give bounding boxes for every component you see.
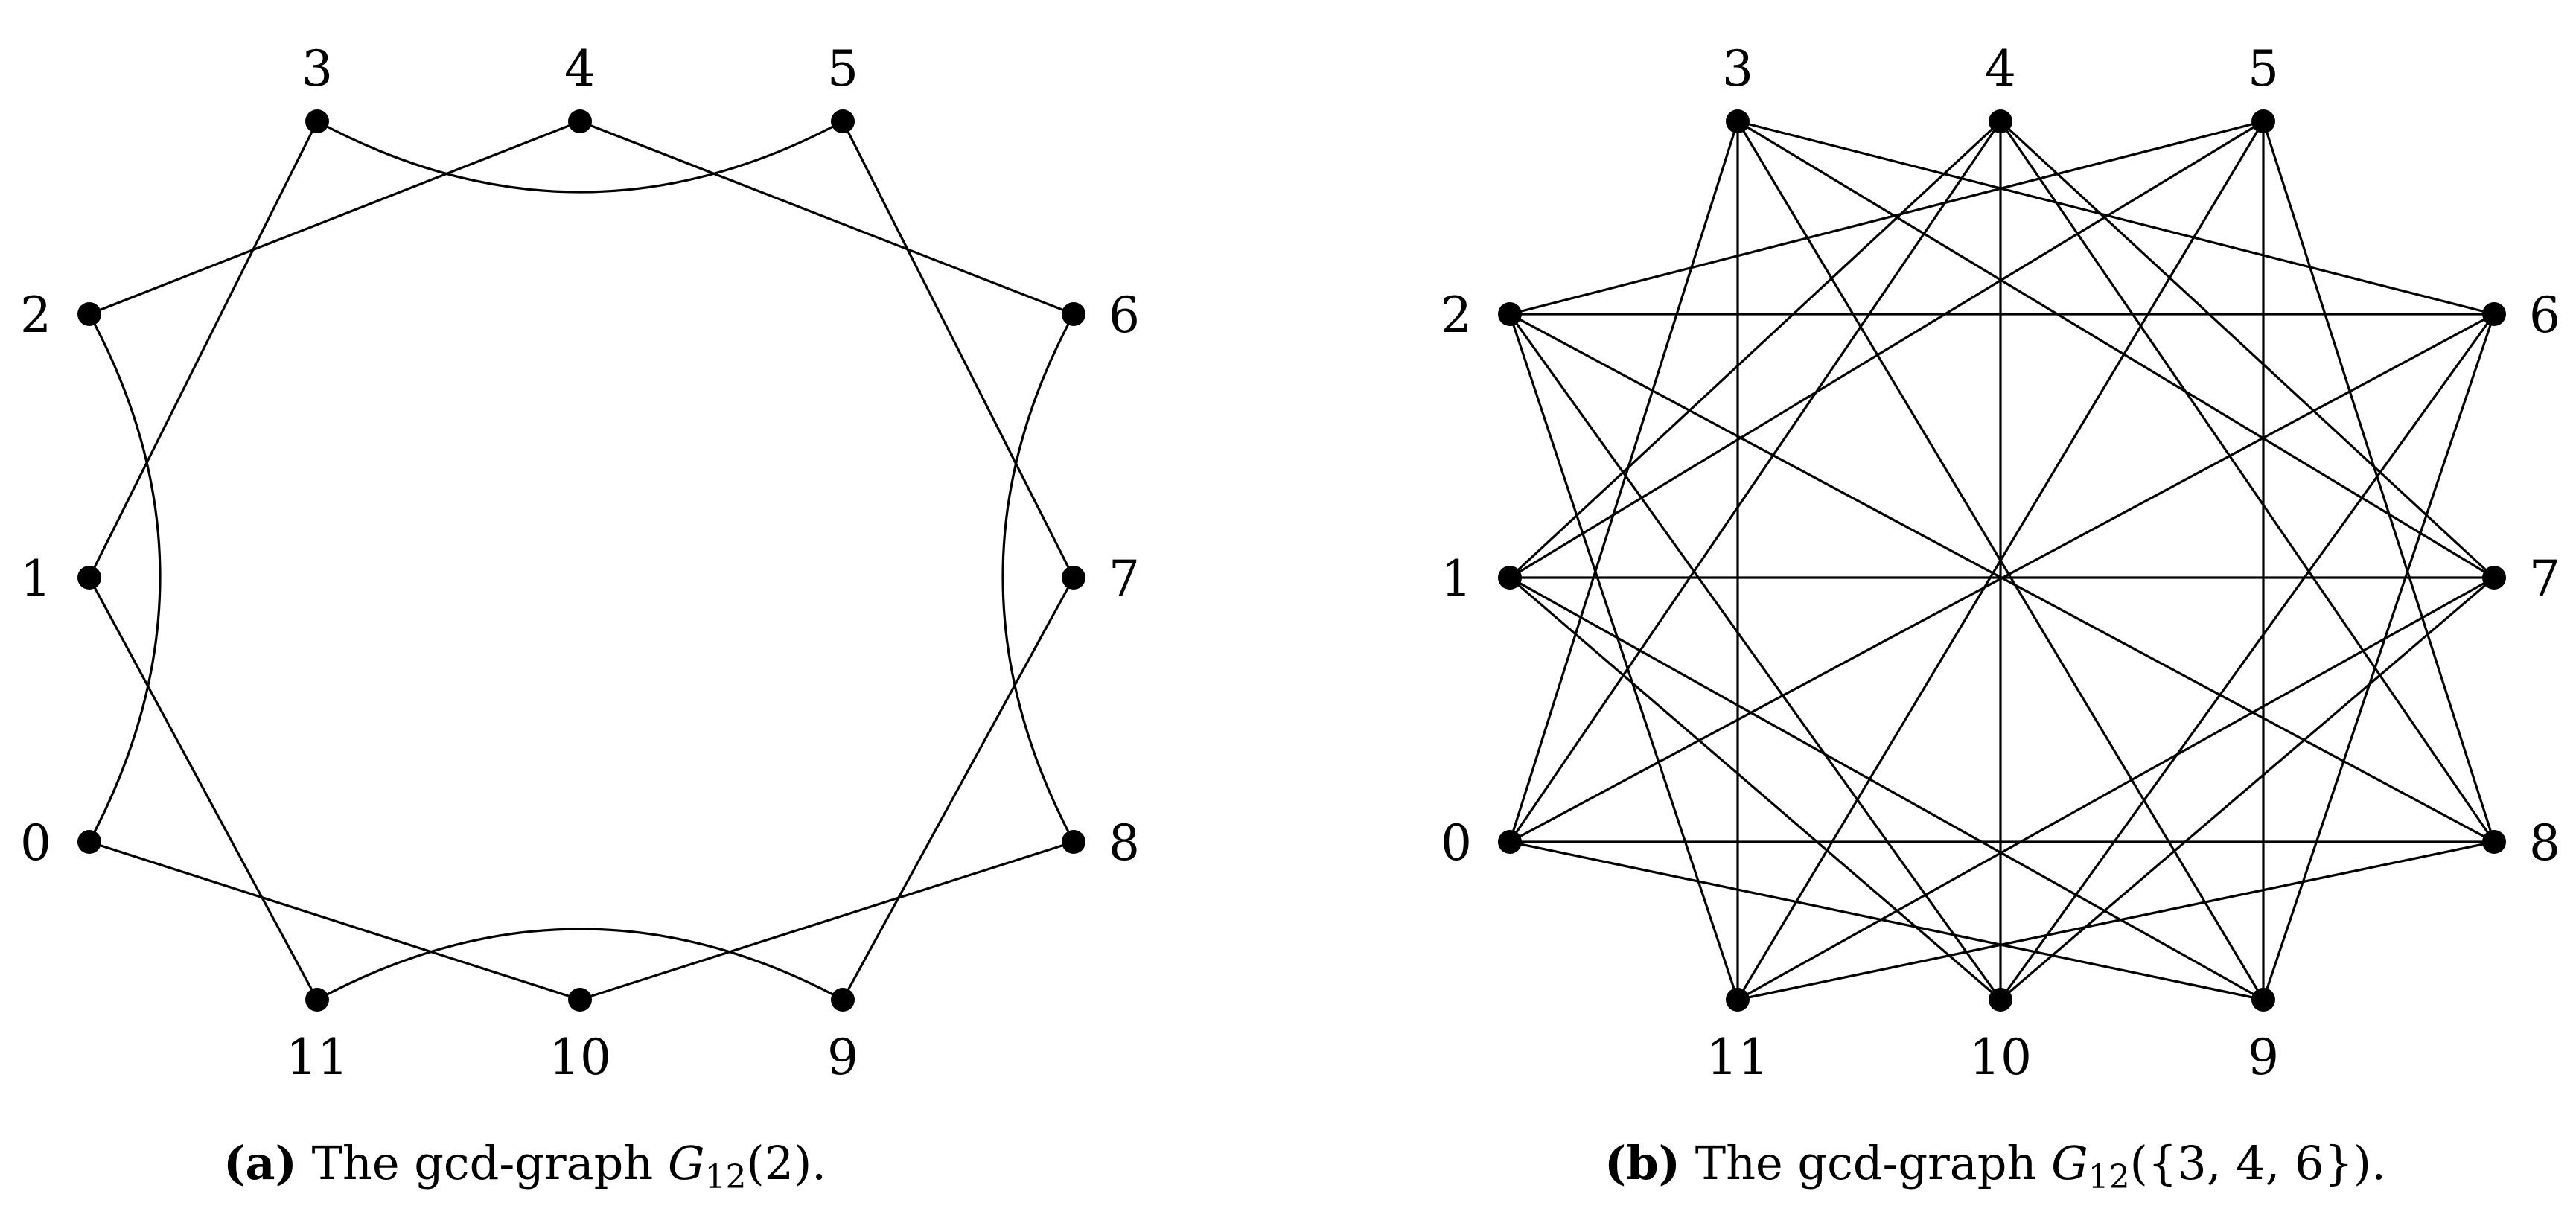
edge-a-2-4 [89,120,581,316]
edge-a-1-3 [88,121,319,578]
caption-b-math: G [2051,1136,2088,1190]
edge-a-7-9 [841,577,1075,1000]
vertex-a-2 [77,302,101,326]
edge-b-3-6 [1737,120,2495,316]
edge-a-5-7 [841,121,1075,578]
edge-b-6-9 [2262,313,2496,1000]
caption-a: (a) The gcd-graph G12(2). [223,1140,826,1194]
caption-a-subscript: 12 [704,1158,747,1196]
edge-a-9-11 [316,928,844,1001]
caption-b-tag: (b) [1604,1136,1681,1190]
edge-b-0-4 [1508,121,2002,843]
vertex-b-8 [2482,830,2506,854]
caption-b-arg: ({3, 4, 6}). [2129,1136,2386,1190]
vertex-label-a-3: 3 [302,40,333,98]
caption-b-subscript: 12 [2088,1158,2130,1196]
edge-b-5-11 [1736,121,2265,1000]
edge-b-2-5 [1509,120,2264,316]
vertex-b-0 [1498,830,1522,854]
vertex-a-6 [1062,302,1085,326]
vertex-a-9 [831,988,855,1012]
edge-a-11-1 [88,577,319,1000]
vertex-label-b-4: 4 [1985,40,2016,98]
vertex-label-b-9: 9 [2248,1029,2279,1086]
vertex-a-3 [305,109,329,133]
edge-b-0-3 [1508,121,1739,843]
vertex-label-b-6: 6 [2529,287,2560,344]
vertex-label-a-5: 5 [827,40,858,98]
vertex-label-a-11: 11 [286,1029,348,1086]
vertex-label-b-5: 5 [2248,40,2279,98]
edge-b-4-8 [1999,121,2496,843]
vertex-label-b-7: 7 [2529,550,2560,607]
vertex-label-b-0: 0 [1441,814,1472,872]
vertex-a-4 [568,109,592,133]
vertex-label-a-7: 7 [1109,550,1140,607]
vertex-label-b-3: 3 [1722,40,1753,98]
vertex-a-7 [1062,566,1085,590]
caption-a-text: The gcd-graph [311,1136,654,1190]
edge-a-6-8 [1001,313,1075,843]
edge-b-4-7 [1999,120,2496,579]
edge-b-2-8 [1509,313,2495,843]
edge-b-1-4 [1508,120,2002,579]
edge-b-1-5 [1509,120,2264,579]
vertex-b-11 [1726,988,1750,1012]
edge-a-0-10 [89,840,581,1001]
vertex-label-a-6: 6 [1109,287,1140,344]
vertex-b-1 [1498,566,1522,590]
graph-a: 0 1 2 3 4 5 6 7 8 9 10 11 [20,40,1140,1086]
edge-b-8-11 [1737,840,2495,1001]
vertex-a-5 [831,109,855,133]
caption-a-math: G [667,1136,705,1190]
edge-b-1-9 [1509,576,2264,1001]
vertex-label-a-2: 2 [20,287,51,344]
vertex-label-b-10: 10 [1969,1029,2032,1086]
vertex-b-9 [2251,988,2275,1012]
edge-b-0-9 [1509,840,2264,1001]
vertex-a-10 [568,988,592,1012]
vertex-a-0 [77,830,101,854]
edge-b-7-11 [1737,576,2495,1001]
vertex-label-a-9: 9 [827,1029,858,1086]
edge-b-1-10 [1508,576,2002,1001]
vertex-b-4 [1989,109,2012,133]
vertex-label-a-4: 4 [564,40,596,98]
edge-a-4-6 [579,120,1074,316]
edge-b-5-8 [2262,121,2496,843]
vertex-b-5 [2251,109,2275,133]
graph-b: 0 1 2 3 4 5 6 7 8 9 10 11 [1441,40,2560,1086]
caption-a-tag: (a) [223,1136,297,1190]
edge-a-3-5 [316,120,844,194]
edge-a-0-2 [88,313,162,843]
vertex-b-10 [1989,988,2012,1012]
vertex-a-11 [305,988,329,1012]
vertex-label-b-1: 1 [1441,550,1472,607]
caption-b-text: The gcd-graph [1695,1136,2037,1190]
edge-b-6-10 [1999,313,2496,1000]
edge-b-2-10 [1508,313,2002,1000]
edge-a-8-10 [579,840,1074,1001]
edge-b-3-7 [1737,120,2495,579]
edge-b-2-11 [1508,313,1739,1000]
edge-b-7-10 [1999,576,2496,1001]
vertex-b-2 [1498,302,1522,326]
vertex-label-b-8: 8 [2529,814,2560,872]
vertex-label-b-11: 11 [1706,1029,1769,1086]
caption-b: (b) The gcd-graph G12({3, 4, 6}). [1604,1140,2386,1194]
vertex-b-3 [1726,109,1750,133]
vertex-label-a-8: 8 [1109,814,1140,872]
vertex-b-7 [2482,566,2506,590]
vertex-a-8 [1062,830,1085,854]
vertex-label-a-1: 1 [20,550,51,607]
vertex-b-6 [2482,302,2506,326]
vertex-a-1 [77,566,101,590]
vertex-label-a-0: 0 [20,814,51,872]
caption-a-arg: (2). [746,1136,826,1190]
vertex-label-b-2: 2 [1441,287,1472,344]
vertex-label-a-10: 10 [549,1029,611,1086]
